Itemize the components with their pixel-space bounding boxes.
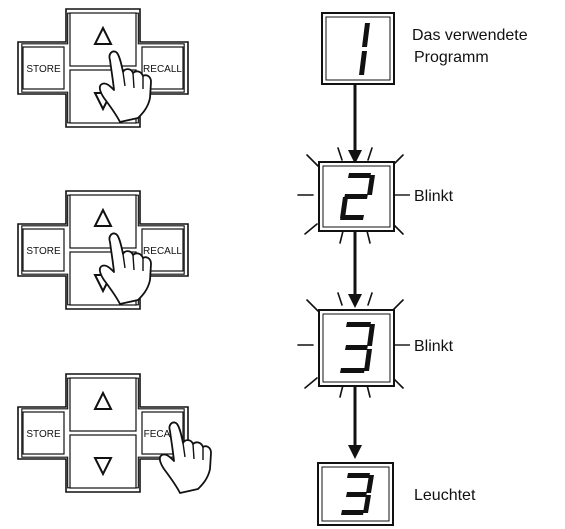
svg-text:RECALL: RECALL: [143, 246, 182, 257]
up-arrow-icon: [93, 207, 113, 227]
label-blinks-2: Blinkt: [414, 188, 454, 205]
digit-1: [359, 23, 370, 75]
down-button[interactable]: [69, 434, 137, 489]
up-button[interactable]: [69, 12, 137, 67]
blink-rays-2: [297, 147, 404, 244]
flow-arrow-2: [348, 231, 362, 308]
store-button[interactable]: STORE: [22, 228, 65, 272]
keypad-step-2: STORE RECALL: [17, 190, 189, 310]
label-lit: Leuchtet: [414, 487, 476, 504]
display-step-1: [321, 12, 395, 85]
recall-button[interactable]: RECALL: [141, 46, 184, 90]
flow-arrow-3: [348, 386, 362, 459]
svg-text:STORE: STORE: [26, 246, 61, 257]
down-arrow-icon: [93, 457, 113, 477]
display-step-2: [318, 161, 395, 232]
display-step-4: [317, 462, 394, 526]
keypad-step-3: STORE FECALL: [17, 373, 212, 494]
svg-text:STORE: STORE: [26, 64, 61, 75]
store-button[interactable]: STORE: [22, 46, 65, 90]
keypad-step-1: STORE RECALL: [17, 8, 189, 128]
digit-3: [341, 473, 374, 515]
svg-text:RECALL: RECALL: [143, 64, 182, 75]
store-button[interactable]: STORE: [22, 411, 65, 455]
svg-text:STORE: STORE: [26, 429, 61, 440]
up-button[interactable]: [69, 377, 137, 432]
label-used-program-line2: Programm: [414, 49, 489, 66]
label-blinks-3: Blinkt: [414, 338, 454, 355]
up-arrow-icon: [93, 25, 113, 45]
flow-arrow-1: [348, 84, 362, 164]
digit-3: [340, 322, 375, 373]
svg-text:FECALL: FECALL: [144, 429, 182, 440]
up-button[interactable]: [69, 194, 137, 249]
display-step-3: [318, 309, 395, 387]
label-used-program-line1: Das verwendete: [412, 27, 528, 44]
digit-2: [340, 173, 375, 220]
up-arrow-icon: [93, 390, 113, 410]
